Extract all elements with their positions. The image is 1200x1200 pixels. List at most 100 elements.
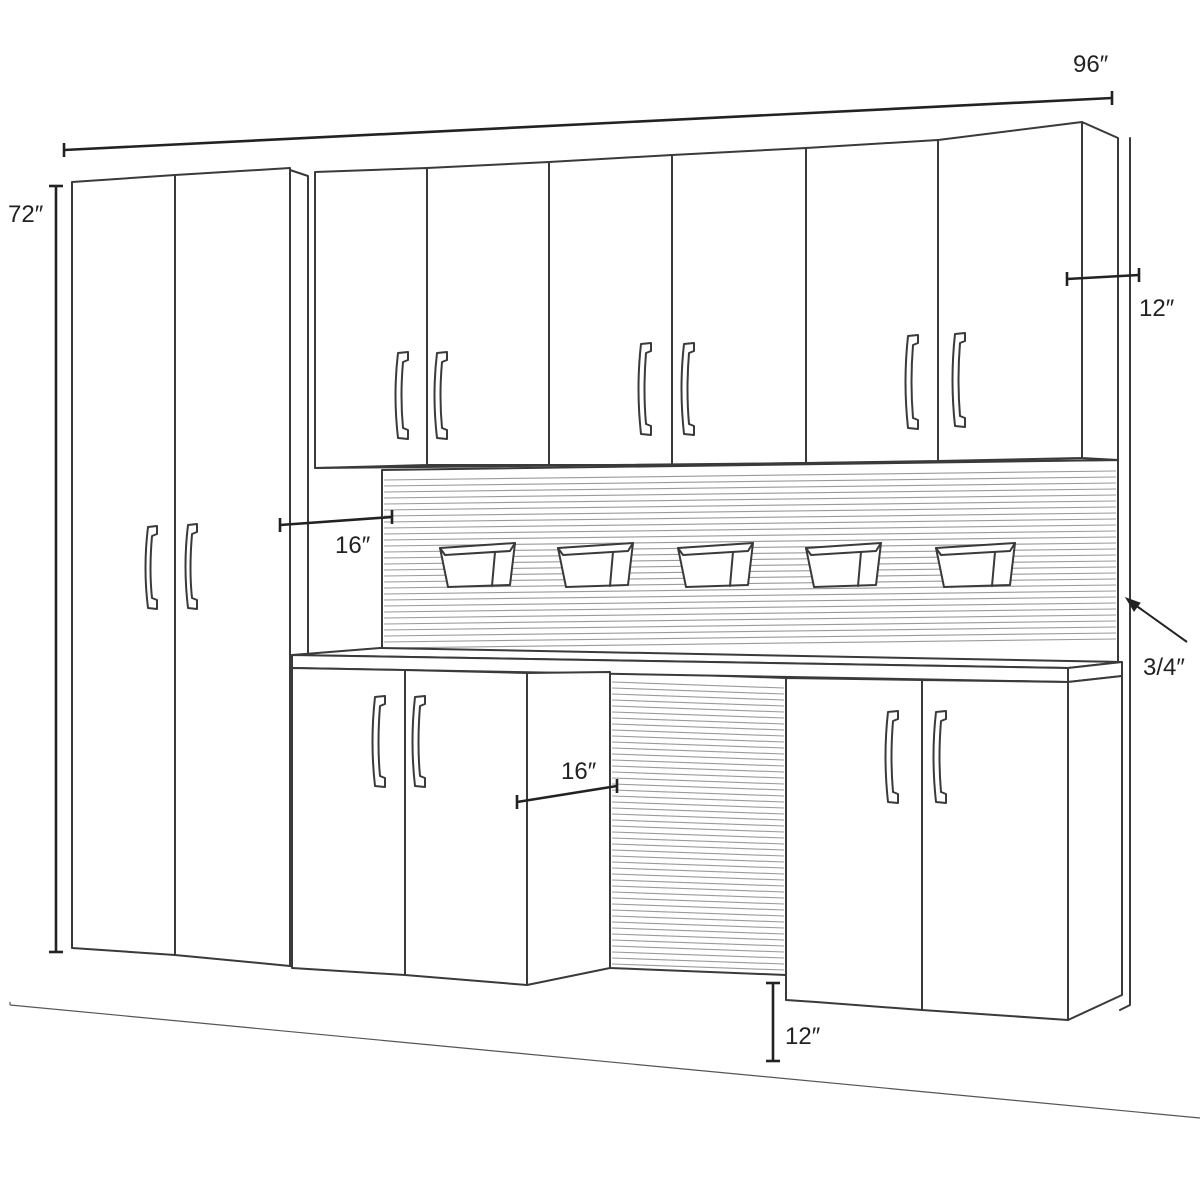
tall-cabinet	[71, 167, 309, 969]
slat-groove	[611, 681, 785, 689]
slat-groove	[611, 777, 785, 785]
bin	[557, 542, 634, 588]
slat-groove	[611, 741, 785, 749]
bin	[805, 542, 882, 588]
slat-groove	[383, 482, 1117, 493]
dimension-floor-clearance-label: 12″	[785, 1023, 821, 1050]
slat-groove	[383, 500, 1117, 511]
slat-groove	[611, 897, 785, 905]
slat-groove	[611, 813, 785, 821]
slat-groove	[611, 819, 785, 827]
slat-groove	[611, 729, 785, 737]
slat-groove	[611, 831, 785, 839]
dimension-width-label: 96″	[1073, 51, 1109, 78]
slat-groove	[611, 717, 785, 725]
slat-groove	[611, 849, 785, 857]
dimension-base-depth-label: 16″	[561, 758, 597, 785]
slat-groove	[611, 699, 785, 707]
base-handle	[884, 710, 899, 804]
upper-handle	[394, 351, 409, 440]
slat-groove	[611, 735, 785, 743]
slat-groove	[611, 915, 785, 923]
upper-handle	[637, 342, 652, 436]
right-base-cabinet	[785, 675, 1123, 1021]
bin	[935, 542, 1016, 588]
slat-groove	[383, 506, 1117, 517]
slat-groove	[611, 861, 785, 869]
slat-groove	[611, 693, 785, 701]
slat-groove	[611, 759, 785, 767]
slat-groove	[611, 885, 785, 893]
slat-groove	[611, 705, 785, 713]
slat-groove	[611, 843, 785, 851]
slat-groove	[383, 512, 1117, 523]
slat-groove	[383, 638, 1117, 649]
slat-groove	[611, 867, 785, 875]
slat-groove	[611, 789, 785, 797]
slat-groove	[611, 879, 785, 887]
slat-groove	[611, 795, 785, 803]
dimension-upper-depth: 12″	[1065, 268, 1175, 322]
dimension-floor-clearance: 12″	[766, 981, 821, 1063]
base-handle	[411, 695, 426, 788]
slat-groove	[611, 933, 785, 941]
slat-groove	[383, 602, 1117, 613]
dimension-worktop-thickness: 3/4″	[1124, 597, 1188, 681]
dimension-width: 96″	[62, 51, 1114, 157]
worktop	[291, 647, 1123, 683]
slat-groove	[383, 620, 1117, 631]
slat-groove	[383, 494, 1117, 505]
slat-groove	[611, 765, 785, 773]
slat-groove	[383, 614, 1117, 625]
slat-groove	[611, 807, 785, 815]
floor-line	[9, 1004, 1200, 1119]
upper-cabinets	[314, 121, 1119, 469]
upper-handle	[680, 342, 695, 436]
upper-handle	[433, 351, 448, 440]
slat-groove	[611, 963, 785, 971]
base-handle	[371, 695, 386, 788]
slat-groove	[611, 891, 785, 899]
dimension-height-label: 72″	[8, 201, 44, 228]
slat-groove	[383, 590, 1117, 601]
slat-groove	[611, 873, 785, 881]
slatwall-bins	[439, 542, 1016, 588]
slat-groove	[611, 903, 785, 911]
slat-groove	[611, 951, 785, 959]
slat-groove	[383, 524, 1117, 535]
wall-edge	[1119, 137, 1131, 1011]
slat-groove	[383, 530, 1117, 541]
tall-cabinet-handle-right	[184, 523, 198, 610]
base-handle	[932, 710, 947, 804]
slat-groove	[383, 488, 1117, 499]
slat-groove	[611, 825, 785, 833]
slat-groove	[383, 470, 1117, 481]
slat-groove	[611, 771, 785, 779]
slat-groove	[611, 801, 785, 809]
slat-groove	[611, 921, 785, 929]
slat-groove	[383, 626, 1117, 637]
dimension-worktop-thickness-label: 3/4″	[1143, 654, 1185, 681]
slat-groove	[383, 518, 1117, 529]
dimension-tall-depth: 16″	[278, 510, 394, 559]
dimension-tall-depth-label: 16″	[335, 532, 371, 559]
upper-handle	[904, 334, 919, 430]
slat-groove	[611, 855, 785, 863]
slat-groove	[383, 596, 1117, 607]
slat-groove	[611, 723, 785, 731]
slat-groove	[611, 927, 785, 935]
dimension-upper-depth-label: 12″	[1139, 295, 1175, 322]
slat-groove	[611, 957, 785, 965]
slat-groove	[383, 608, 1117, 619]
upper-handle	[951, 332, 966, 428]
slat-groove	[611, 939, 785, 947]
slat-groove	[611, 945, 785, 953]
slatwall-slats-lower	[611, 681, 785, 971]
slat-groove	[611, 783, 785, 791]
bin	[439, 542, 516, 588]
slat-groove	[611, 753, 785, 761]
dimension-height: 72″	[8, 184, 63, 954]
tall-cabinet-handle-left	[144, 525, 158, 610]
slat-groove	[383, 584, 1117, 595]
